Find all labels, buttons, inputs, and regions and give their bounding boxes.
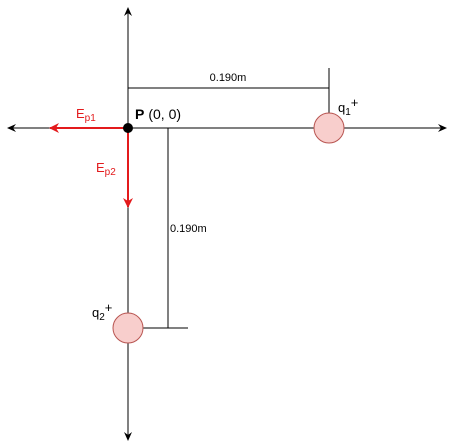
charge-q2 bbox=[112, 312, 144, 344]
charge-q1 bbox=[313, 112, 345, 144]
vector-ep1-label: Ep1 bbox=[76, 106, 96, 124]
point-p-label: P(0, 0) bbox=[135, 106, 181, 122]
charge-q2-label: q2+ bbox=[92, 300, 112, 323]
vertical-dimension-label: 0.190m bbox=[170, 223, 207, 235]
point-p bbox=[123, 123, 133, 133]
horizontal-dimension-label: 0.190m bbox=[210, 72, 247, 84]
charge-q1-label: q1+ bbox=[338, 95, 358, 118]
vector-ep2-label: Ep2 bbox=[96, 160, 116, 178]
